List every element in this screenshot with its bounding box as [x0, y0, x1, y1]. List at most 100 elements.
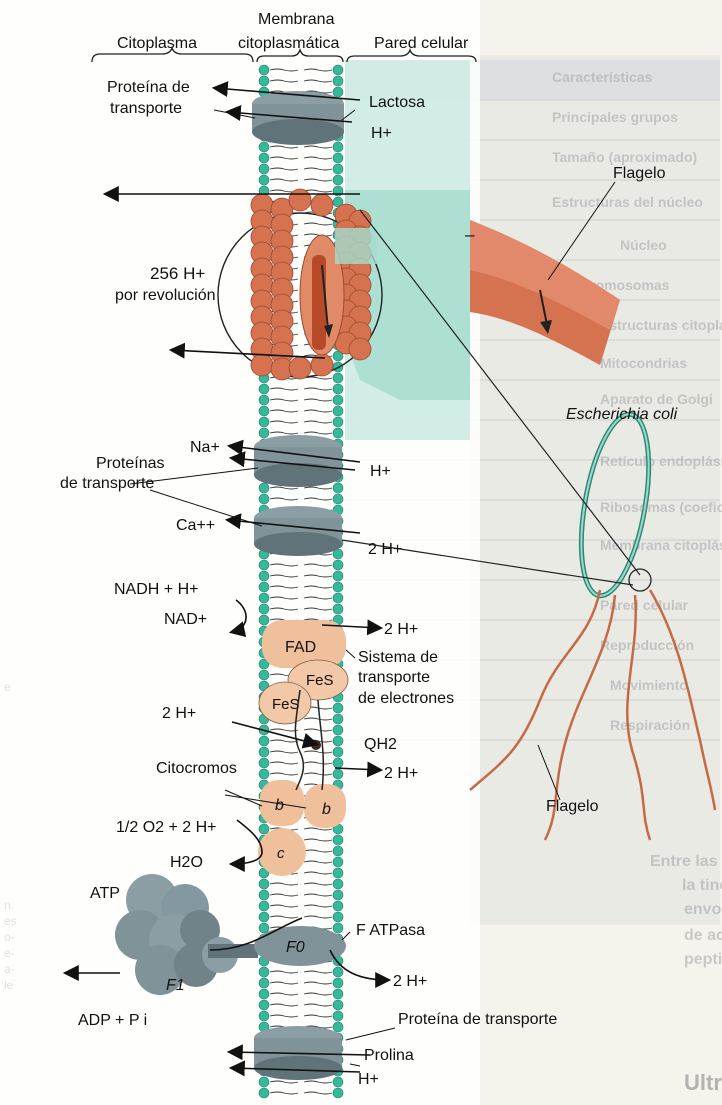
lipid-head [259, 615, 269, 625]
lipid-head [259, 175, 269, 185]
lipid-head [259, 406, 269, 416]
lipid-head [259, 824, 269, 834]
f0-label: F0 [286, 939, 305, 956]
lipid-head [259, 901, 269, 911]
lipid-head [333, 923, 343, 933]
fes-label-2: FeS [272, 696, 300, 713]
sodium-label: Na+ [190, 439, 220, 456]
transport-protein-label-1: Proteína de [107, 79, 190, 96]
lipid-head [333, 747, 343, 757]
bg-row: Reproducción [600, 637, 694, 653]
cell-wall-heading: Pared celular [374, 35, 469, 52]
bg-row: Principales grupos [552, 109, 678, 125]
lipid-head [333, 494, 343, 504]
lipid-head [259, 890, 269, 900]
bg-row: Aparato de Golgi [600, 391, 713, 407]
flagellum-label-bottom: Flagelo [546, 798, 599, 815]
transport-proteins-label-1: Proteínas [96, 455, 164, 472]
bg-row: Ribosomas (coeficiente de sedimentación) [600, 499, 722, 515]
cytochrome-b-label-2: b [322, 801, 331, 818]
bg-row: Estructuras citoplásmicas [600, 317, 722, 333]
lipid-head [333, 395, 343, 405]
lipid-head [333, 736, 343, 746]
lipid-head [333, 164, 343, 174]
proton-label: H+ [371, 125, 392, 142]
bg-row: Tamaño (aproximado) [552, 149, 697, 165]
proline-label: Prolina [364, 1047, 414, 1064]
atp-label: ATP [90, 885, 120, 902]
lipid-head [259, 142, 269, 152]
bg-row: Movimiento [610, 677, 688, 693]
lipid-head [333, 901, 343, 911]
lipid-head [333, 1022, 343, 1032]
lipid-head [259, 604, 269, 614]
quinone [311, 740, 321, 750]
lipid-head [259, 164, 269, 174]
proton-label-2: H+ [370, 463, 391, 480]
bg-paragraph-line: envoltura externa cerosa y se distinguen… [684, 901, 722, 918]
minus-sign: – [465, 225, 475, 244]
two-protons-label-1: 2 H+ [368, 541, 402, 558]
lipid-head [333, 406, 343, 416]
bg-row: Retículo endoplásmico [600, 453, 722, 469]
lipid-head [259, 1000, 269, 1010]
lipid-head [333, 604, 343, 614]
lipid-head [259, 912, 269, 922]
lipid-head [333, 912, 343, 922]
lipid-head [333, 879, 343, 889]
electron-transport-label-1: Sistema de [358, 649, 438, 666]
bg-row: Respiración [610, 717, 690, 733]
lipid-head [259, 76, 269, 86]
lipid-head [259, 1077, 269, 1087]
lipid-head [259, 670, 269, 680]
bg-paragraph-line: de acidorresistencia) y los micoplasmas … [684, 927, 722, 944]
lipid-head [259, 582, 269, 592]
protons-per-revolution-label-2: por revolución [115, 287, 216, 304]
lipid-head [333, 857, 343, 867]
motor-ring-bead [349, 338, 371, 360]
ecoli-label: Escherichia coli [566, 406, 678, 423]
lipid-head [259, 769, 269, 779]
transport-protein-label-2: transporte [110, 100, 182, 117]
motor-ring-bead [251, 354, 273, 376]
lipid-head [333, 758, 343, 768]
nad-label: NAD+ [164, 611, 207, 628]
lipid-head [333, 714, 343, 724]
proton-label-3: H+ [358, 1071, 379, 1088]
motor-ring-bead [311, 194, 333, 216]
lipid-head [259, 384, 269, 394]
lipid-head [259, 1011, 269, 1021]
bg-paragraph-line: Entre las bacterias que no se han clasif… [650, 853, 722, 870]
lipid-head [333, 87, 343, 97]
lipid-head [333, 989, 343, 999]
bg-row: Mitocondrias [600, 355, 687, 371]
lipid-head [259, 879, 269, 889]
transport-proteins-label-2: de transporte [60, 475, 154, 492]
lipid-head [333, 593, 343, 603]
lipid-head [259, 571, 269, 581]
bg-row: Membrana citoplásmica [600, 537, 722, 553]
fad-label: FAD [285, 639, 316, 656]
water-label: H2O [170, 854, 203, 871]
bg-paragraph-line: peptidoglucano). [684, 951, 722, 968]
cytoplasm-heading: Citoplasma [117, 35, 197, 52]
lipid-head [333, 571, 343, 581]
calcium-label: Ca++ [176, 517, 215, 534]
lipid-head [259, 1088, 269, 1098]
lipid-head [259, 494, 269, 504]
lipid-head [333, 582, 343, 592]
lipid-head [333, 175, 343, 185]
f1-label: F1 [166, 977, 185, 994]
oxygen-label: 1/2 O2 + 2 H+ [116, 819, 217, 836]
fatpase-label: F ATPasa [356, 922, 425, 939]
lipid-head [259, 560, 269, 570]
lipid-head [259, 923, 269, 933]
quinol-label: QH2 [364, 736, 397, 753]
two-protons-label-4: 2 H+ [384, 765, 418, 782]
lipid-head [259, 978, 269, 988]
lipid-head [333, 703, 343, 713]
lipid-head [333, 417, 343, 427]
two-protons-label-2: 2 H+ [384, 621, 418, 638]
lipid-head [259, 967, 269, 977]
lipid-head [333, 1088, 343, 1098]
